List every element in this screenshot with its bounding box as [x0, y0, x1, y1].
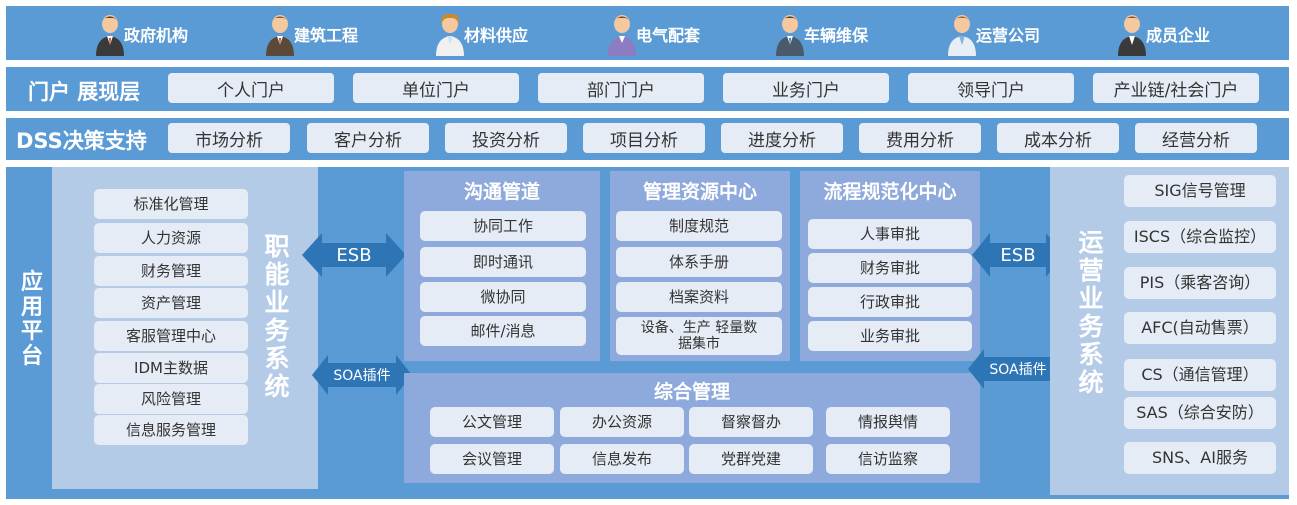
- dss-item[interactable]: 客户分析: [307, 123, 429, 153]
- esb-right-label: ESB: [1000, 244, 1036, 266]
- communication-item[interactable]: 邮件/消息: [420, 316, 586, 346]
- resource-center-title: 管理资源中心: [642, 181, 757, 203]
- user-electrical: 电气配套: [606, 12, 700, 56]
- operations-item[interactable]: ISCS（综合监控）: [1124, 221, 1276, 253]
- communication-title: 沟通管道: [463, 181, 540, 203]
- integrated-item[interactable]: 办公资源: [560, 407, 684, 437]
- dss-item[interactable]: 成本分析: [997, 123, 1119, 153]
- integrated-item[interactable]: 信息发布: [560, 444, 684, 474]
- portal-item[interactable]: 部门门户: [538, 73, 704, 103]
- functional-item[interactable]: 信息服务管理: [94, 415, 248, 445]
- integrated-item[interactable]: 会议管理: [430, 444, 554, 474]
- dss-layer-band: DSS决策支持 市场分析 客户分析 投资分析 项目分析 进度分析 费用分析 成本…: [6, 118, 1289, 160]
- portal-layer-title: 门户 展现层: [28, 80, 141, 104]
- esb-right-arrow: [972, 233, 1064, 277]
- process-center-title: 流程规范化中心: [823, 181, 957, 203]
- portal-layer-band: 门户 展现层 个人门户 单位门户 部门门户 业务门户 领导门户 产业链/社会门户: [6, 67, 1289, 111]
- dss-item[interactable]: 经营分析: [1135, 123, 1257, 153]
- operations-item[interactable]: PIS（乘客咨询）: [1124, 267, 1276, 299]
- user-gov: 政府机构: [94, 12, 188, 56]
- resource-item[interactable]: 体系手册: [616, 247, 782, 277]
- process-center-panel: 流程规范化中心 人事审批 财务审批 行政审批 业务审批: [800, 171, 980, 361]
- application-platform-band: 应 用 平 台 标准化管理 人力资源 财务管理 资产管理 客服管理中心 IDM主…: [6, 167, 1289, 499]
- resource-item[interactable]: 设备、生产 轻量数据集市: [616, 317, 782, 355]
- functional-item[interactable]: 资产管理: [94, 288, 248, 318]
- communication-panel: 沟通管道 协同工作 即时通讯 微协同 邮件/消息: [404, 171, 600, 361]
- user-label: 建筑工程: [294, 26, 359, 45]
- person-icon: [776, 15, 804, 56]
- functional-item[interactable]: IDM主数据: [94, 353, 248, 383]
- functional-item[interactable]: 财务管理: [94, 256, 248, 286]
- application-platform-title: 应 用 平 台: [20, 270, 43, 369]
- soa-right-label: SOA插件: [989, 362, 1047, 378]
- operations-item[interactable]: SIG信号管理: [1124, 175, 1276, 207]
- user-member: 成员企业: [1116, 12, 1210, 56]
- dss-item[interactable]: 项目分析: [583, 123, 705, 153]
- integrated-item[interactable]: 信访监察: [826, 444, 950, 474]
- operations-item[interactable]: SNS、AI服务: [1124, 442, 1276, 474]
- functional-item[interactable]: 风险管理: [94, 384, 248, 414]
- person-icon: [948, 15, 976, 56]
- person-icon: [436, 13, 464, 56]
- integrated-item[interactable]: 党群党建: [689, 444, 813, 474]
- portal-item[interactable]: 产业链/社会门户: [1093, 73, 1259, 103]
- communication-item[interactable]: 微协同: [420, 282, 586, 312]
- dss-layer-title: DSS决策支持: [16, 129, 147, 153]
- integrated-item[interactable]: 情报舆情: [826, 407, 950, 437]
- functional-item[interactable]: 标准化管理: [94, 189, 248, 219]
- esb-left-arrow: [302, 233, 406, 277]
- user-label: 车辆维保: [804, 26, 869, 45]
- communication-item[interactable]: 即时通讯: [420, 247, 586, 277]
- functional-item[interactable]: 客服管理中心: [94, 321, 248, 351]
- dss-item[interactable]: 投资分析: [445, 123, 567, 153]
- process-item[interactable]: 业务审批: [808, 321, 972, 351]
- integrated-item[interactable]: 公文管理: [430, 407, 554, 437]
- user-construction: 建筑工程: [264, 12, 358, 56]
- portal-item[interactable]: 业务门户: [723, 73, 889, 103]
- user-label: 运营公司: [976, 26, 1041, 45]
- operations-item[interactable]: AFC(自动售票）: [1124, 312, 1276, 344]
- user-label: 材料供应: [464, 26, 529, 45]
- user-materials: 材料供应: [434, 12, 528, 56]
- operations-systems-title: 运 营 业 务 系 统: [1078, 228, 1104, 397]
- portal-item[interactable]: 领导门户: [908, 73, 1074, 103]
- resource-center-panel: 管理资源中心 制度规范 体系手册 档案资料 设备、生产 轻量数据集市: [610, 171, 790, 361]
- person-icon: [266, 15, 294, 56]
- integrated-item[interactable]: 督察督办: [689, 407, 813, 437]
- process-item[interactable]: 财务审批: [808, 253, 972, 283]
- user-label: 电气配套: [636, 26, 701, 45]
- user-label: 政府机构: [124, 26, 189, 45]
- user-operations: 运营公司: [946, 12, 1040, 56]
- resource-item[interactable]: 制度规范: [616, 211, 782, 241]
- person-icon: [608, 15, 636, 56]
- dss-item[interactable]: 市场分析: [168, 123, 290, 153]
- operations-systems-panel: 运 营 业 务 系 统 SIG信号管理 ISCS（综合监控） PIS（乘客咨询）…: [1050, 167, 1289, 495]
- process-item[interactable]: 人事审批: [808, 219, 972, 249]
- portal-item[interactable]: 个人门户: [168, 73, 334, 103]
- soa-right-arrow: [968, 349, 1068, 389]
- soa-left-label: SOA插件: [333, 368, 391, 384]
- operations-item[interactable]: CS（通信管理）: [1124, 359, 1276, 391]
- user-vehicle: 车辆维保: [774, 12, 868, 56]
- user-roles-band: 政府机构 建筑工程 材料供应 电气配套 车辆维保 运营公司 成员企业: [6, 6, 1289, 60]
- portal-item[interactable]: 单位门户: [353, 73, 519, 103]
- communication-item[interactable]: 协同工作: [420, 211, 586, 241]
- functional-systems-panel: 标准化管理 人力资源 财务管理 资产管理 客服管理中心 IDM主数据 风险管理 …: [52, 167, 318, 489]
- integrated-management-title: 综合管理: [653, 381, 730, 403]
- functional-item[interactable]: 人力资源: [94, 223, 248, 253]
- dss-item[interactable]: 费用分析: [859, 123, 981, 153]
- dss-item[interactable]: 进度分析: [721, 123, 843, 153]
- user-label: 成员企业: [1146, 26, 1211, 45]
- integrated-management-panel: 综合管理 公文管理 办公资源 督察督办 情报舆情 会议管理 信息发布 党群党建 …: [404, 373, 980, 483]
- person-icon: [96, 15, 124, 56]
- resource-item[interactable]: 档案资料: [616, 282, 782, 312]
- functional-systems-title: 职 能 业 务 系 统: [264, 232, 290, 401]
- person-icon: [1118, 15, 1146, 56]
- esb-left-label: ESB: [336, 244, 372, 266]
- soa-left-arrow: [312, 355, 412, 395]
- process-item[interactable]: 行政审批: [808, 287, 972, 317]
- operations-item[interactable]: SAS（综合安防）: [1124, 397, 1276, 429]
